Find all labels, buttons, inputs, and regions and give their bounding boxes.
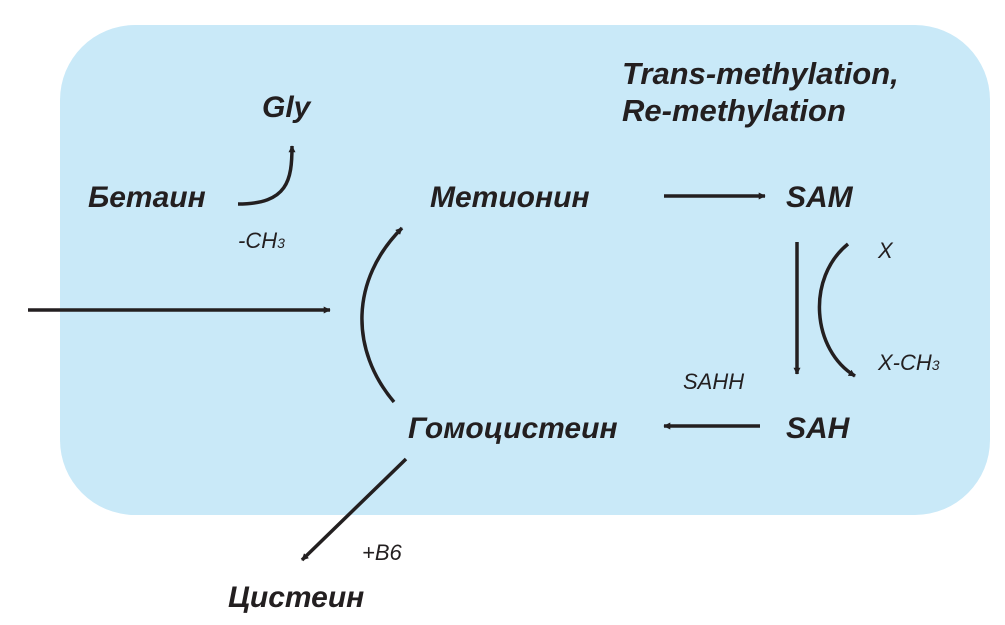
node-methionine: Метионин bbox=[430, 181, 590, 214]
node-gly: Gly bbox=[262, 91, 312, 124]
label-x: X bbox=[877, 238, 894, 263]
label-sahh: SAHH bbox=[683, 369, 744, 394]
label-x-methyl: X-CH3 bbox=[877, 350, 940, 375]
node-sah: SAH bbox=[786, 412, 851, 445]
arrow-homocysteine-to-cysteine bbox=[300, 457, 408, 562]
node-homocysteine: Гомоцистеин bbox=[408, 412, 618, 445]
title-line-2: Re-methylation bbox=[622, 93, 846, 128]
arrow-homocysteine-to-methionine bbox=[360, 226, 404, 404]
label-b6: +B6 bbox=[362, 540, 403, 565]
node-betaine: Бетаин bbox=[88, 181, 206, 214]
node-sam: SAM bbox=[786, 181, 854, 214]
title-line-1: Trans-methylation, bbox=[622, 56, 899, 91]
node-cysteine: Цистеин bbox=[228, 581, 364, 614]
arrow-betaine-to-gly bbox=[237, 145, 296, 206]
label-methyl: -CH3 bbox=[238, 228, 285, 253]
arrow-x-to-x-methyl bbox=[817, 242, 856, 378]
